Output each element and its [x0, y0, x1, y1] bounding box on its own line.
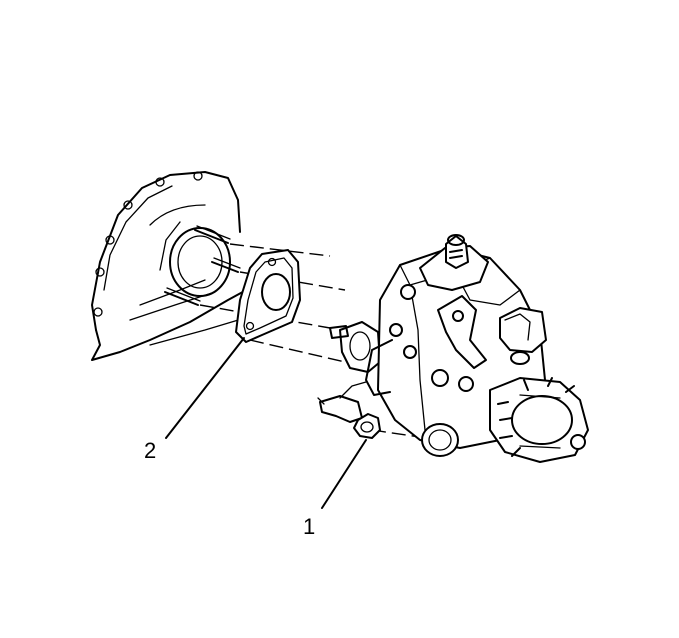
bell-housing-icon	[91, 171, 251, 361]
nut-icon	[353, 413, 381, 439]
gasket-icon	[235, 249, 301, 343]
leader-line-2	[165, 337, 245, 439]
leader-line-1	[321, 439, 367, 509]
callout-label-2: 2	[144, 438, 156, 463]
callout-label-1: 1	[303, 514, 315, 539]
fuel-injection-pump-icon	[317, 234, 589, 463]
